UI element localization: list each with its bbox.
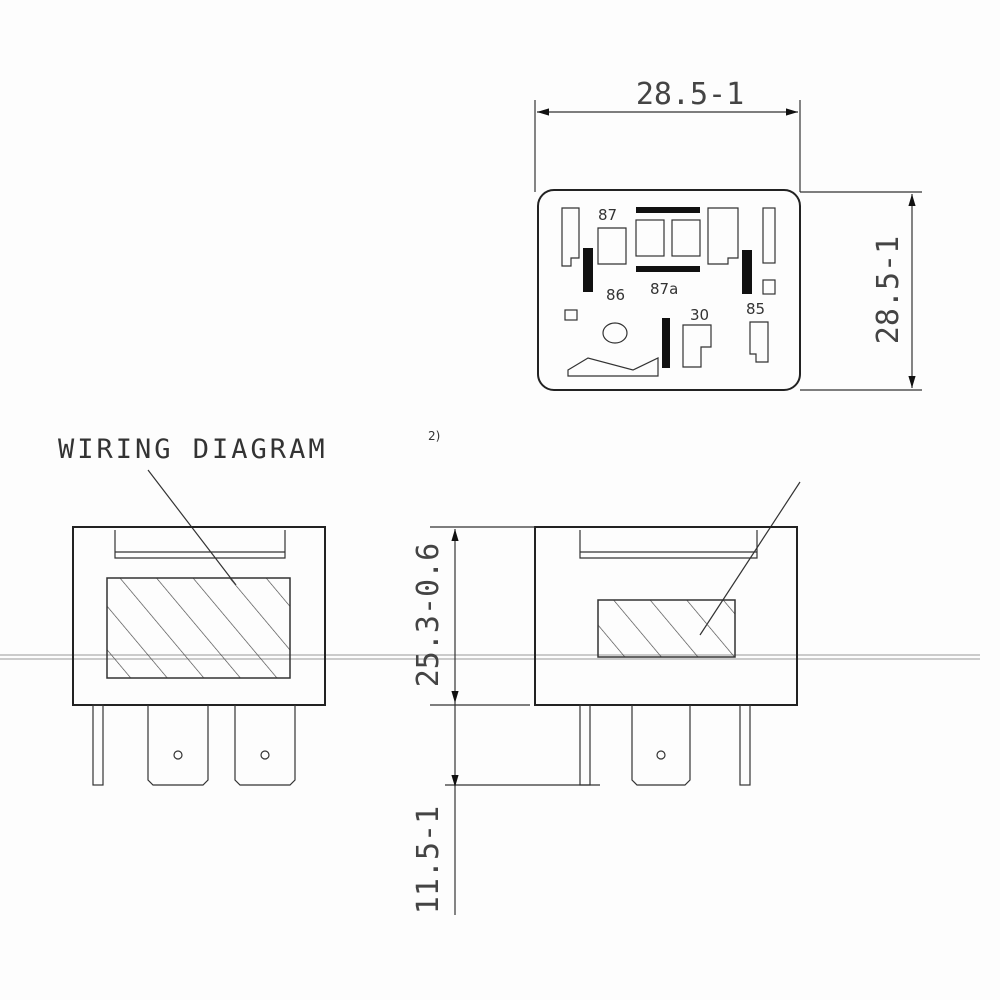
wiring-diagram-area-left [106,577,291,679]
pin-label-30: 30 [690,306,709,324]
pin-label-85: 85 [746,300,765,318]
top-view: 28.5-1 28.5-1 87 87a 86 30 85 [534,77,922,391]
relay-top-outline [537,189,801,391]
top-width-dimension: 28.5-1 [636,77,744,112]
pin-label-86: 86 [606,286,625,304]
pin-length-dimension: 11.5-1 [411,806,446,914]
pin-label-87: 87 [598,206,617,224]
footnote-marker: 2) [428,429,440,443]
body-height-dimension: 25.3-0.6 [411,543,446,688]
pin-label-87a: 87a [650,280,678,298]
wiring-diagram-area-right [597,599,736,658]
right-side-view [534,526,798,786]
wiring-diagram-label: WIRING DIAGRAM [58,434,328,465]
height-dimensions: 25.3-0.6 11.5-1 [411,526,600,915]
left-side-view [72,526,326,786]
side-height-dimension: 28.5-1 [871,236,906,344]
